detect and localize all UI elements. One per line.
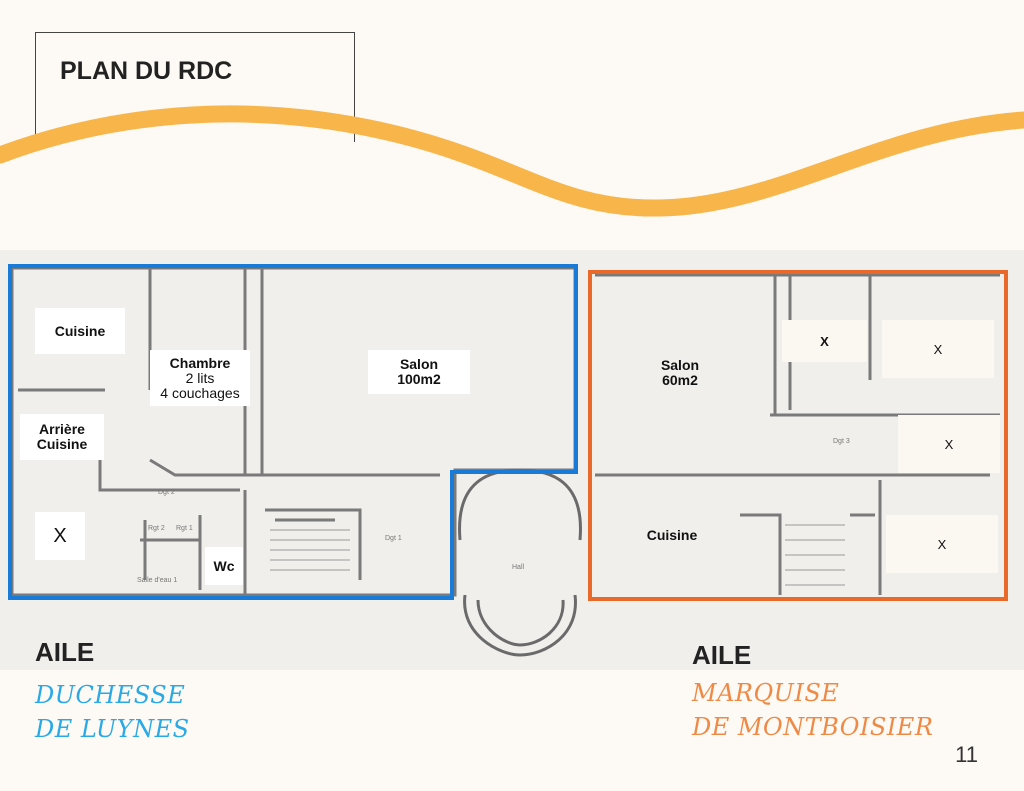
label-rgt1: Rgt 1 xyxy=(176,525,193,532)
label-dgt1: Dgt 1 xyxy=(385,535,402,542)
room-x-right-4-text: X xyxy=(937,536,947,552)
page-title: PLAN DU RDC xyxy=(60,57,233,85)
right-wing-name-line2: DE MONTBOISIER xyxy=(692,713,934,741)
room-salon-right-title: Salon xyxy=(660,357,700,373)
label-dgt2: Dgt 2 xyxy=(158,489,175,496)
room-x-left-text: X xyxy=(53,524,67,547)
room-salon-right-size: 60m2 xyxy=(662,372,698,388)
room-wc-text: Wc xyxy=(213,557,235,574)
room-cuisine-left: Cuisine xyxy=(35,308,125,354)
room-arriere-cuisine: Arrière Cuisine xyxy=(20,414,104,460)
floor-plan: Dgt 2 Dgt 1 Dgt 3 Rgt 2 Rgt 1 Salle d'ea… xyxy=(0,250,1024,670)
label-salle-eau: Salle d'eau 1 xyxy=(137,577,177,584)
label-hall: Hall xyxy=(512,564,525,571)
room-chambre-title: Chambre xyxy=(169,354,231,371)
room-salon-right: Salon 60m2 xyxy=(632,350,728,396)
room-salon-left-size: 100m2 xyxy=(397,371,441,387)
floor-plan-drawing: Dgt 2 Dgt 1 Dgt 3 Rgt 2 Rgt 1 Salle d'ea… xyxy=(0,250,1024,670)
room-salon-left: Salon 100m2 xyxy=(368,350,470,394)
room-x-right-1: X xyxy=(782,320,867,362)
room-x-right-1-text: X xyxy=(820,333,829,349)
room-arriere-line1: Arrière xyxy=(39,421,85,437)
right-wing-name-line1: MARQUISE xyxy=(692,679,840,707)
right-wing-heading: AILE xyxy=(692,640,752,670)
room-chambre: Chambre 2 lits 4 couchages xyxy=(150,350,250,406)
room-x-right-4: X xyxy=(886,515,998,573)
room-salon-left-title: Salon xyxy=(399,356,439,372)
left-wing-name-line1: DUCHESSE xyxy=(35,681,186,709)
label-dgt3: Dgt 3 xyxy=(833,438,850,445)
right-wing-name: MARQUISE DE MONTBOISIER xyxy=(692,676,933,744)
room-cuisine-left-text: Cuisine xyxy=(54,322,106,339)
room-wc: Wc xyxy=(205,547,243,585)
room-x-right-2-text: X xyxy=(933,341,943,357)
room-x-left: X xyxy=(35,512,85,560)
left-wing-heading: AILE xyxy=(35,637,95,667)
room-x-right-3: X xyxy=(898,415,1000,473)
label-rgt2: Rgt 2 xyxy=(148,525,165,532)
room-x-right-2: X xyxy=(882,320,994,378)
room-chambre-sleeps: 4 couchages xyxy=(160,384,240,401)
title-box: PLAN DU RDC xyxy=(35,32,355,142)
decorative-wave xyxy=(0,105,1024,217)
left-wing-name: DUCHESSE DE LUYNES xyxy=(35,678,190,746)
left-wing-name-line2: DE LUYNES xyxy=(35,715,190,743)
room-chambre-beds: 2 lits xyxy=(185,369,215,386)
page-number: 11 xyxy=(955,742,978,767)
room-x-right-3-text: X xyxy=(944,436,954,452)
room-cuisine-right: Cuisine xyxy=(626,515,718,555)
room-cuisine-right-text: Cuisine xyxy=(646,526,698,543)
room-arriere-line2: Cuisine xyxy=(36,436,88,452)
